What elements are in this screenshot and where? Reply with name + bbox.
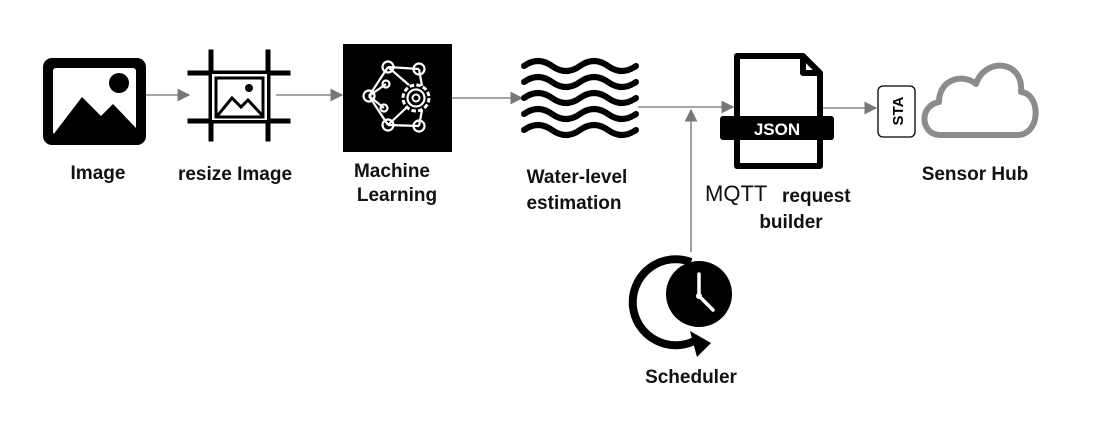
edges xyxy=(146,88,878,252)
machine-learning-icon xyxy=(343,44,452,152)
json-badge: JSON xyxy=(754,120,800,139)
label-scheduler: Scheduler xyxy=(645,367,737,388)
label-mqtt: MQTT xyxy=(705,181,768,206)
label-sensor-hub: Sensor Hub xyxy=(921,164,1029,185)
resize-image-icon xyxy=(187,49,291,142)
sta-badge-text: STA xyxy=(890,96,907,125)
label-water-level-line2: estimation xyxy=(526,193,622,214)
label-machine-learning-line1: Machine xyxy=(353,161,431,182)
sta-badge: STA xyxy=(877,85,916,138)
label-mqtt-request: request xyxy=(782,186,851,207)
scheduler-clock-icon xyxy=(628,255,732,357)
label-image: Image xyxy=(70,163,126,184)
label-mqtt-builder: builder xyxy=(759,212,823,233)
cloud-icon xyxy=(921,62,1039,138)
label-resize-image: resize Image xyxy=(177,164,293,185)
json-file-icon: JSON xyxy=(720,53,834,169)
water-waves-icon xyxy=(521,58,639,138)
label-water-level-line1: Water-level xyxy=(526,167,628,188)
image-icon xyxy=(43,58,146,145)
label-machine-learning-line2: Learning xyxy=(356,185,438,206)
